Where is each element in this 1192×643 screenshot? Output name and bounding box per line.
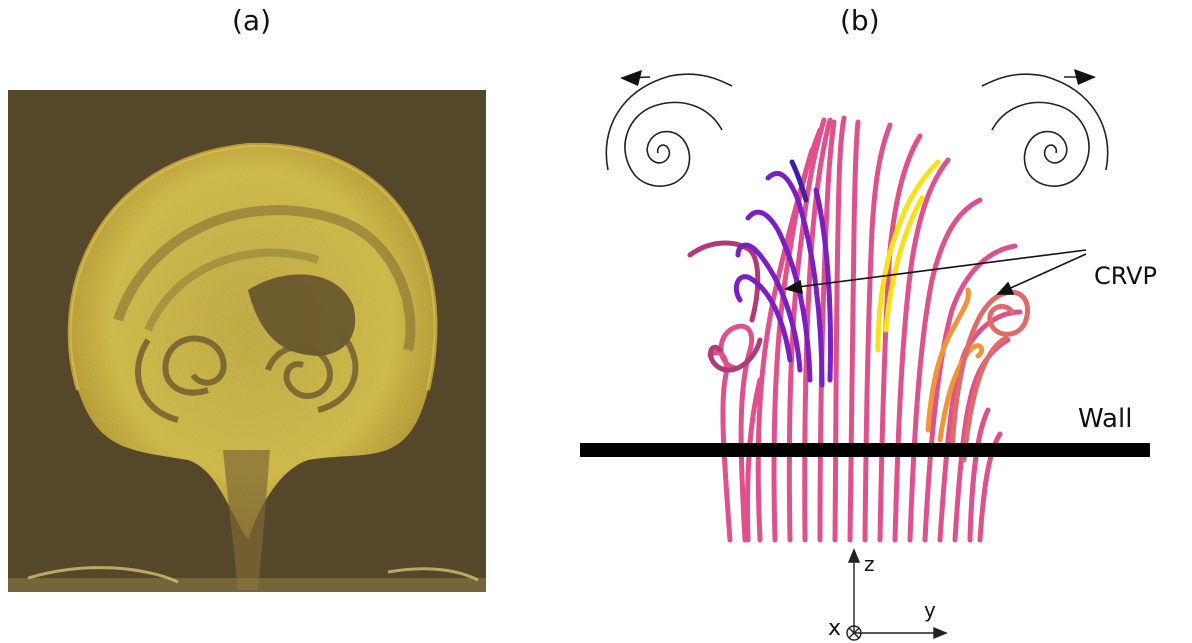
x-axis-label: x [828,616,842,641]
purple-streamlines [733,171,833,388]
left-spiral-arrowhead [620,70,642,86]
wall-label: Wall [1078,404,1133,434]
crvp-pointer-arrows [783,249,1087,295]
right-spiral-arrowhead [1074,69,1096,85]
right-vortex [265,327,359,413]
streamline-diagram [580,69,1150,641]
z-axis-label: z [864,552,875,576]
crvp-label: CRVP [1094,262,1158,290]
jet-stem [223,450,270,590]
right-rotation-spiral [981,73,1109,187]
panel-a-label: (a) [232,4,272,37]
wall-bar [580,443,1150,457]
flow-visualization-photo [8,90,486,592]
magenta-streamlines [687,240,763,373]
yellow-streamlines [875,159,941,353]
crvp-right-curl [949,289,1030,463]
left-vortex [135,335,227,423]
blue-streamline [789,159,809,203]
vortex-cavity [248,274,356,356]
orange-streamlines [925,287,985,443]
panel-b-label: (b) [840,4,880,37]
left-rotation-spiral [605,73,733,187]
coordinate-axes [846,548,948,641]
y-axis-label: y [924,598,936,622]
